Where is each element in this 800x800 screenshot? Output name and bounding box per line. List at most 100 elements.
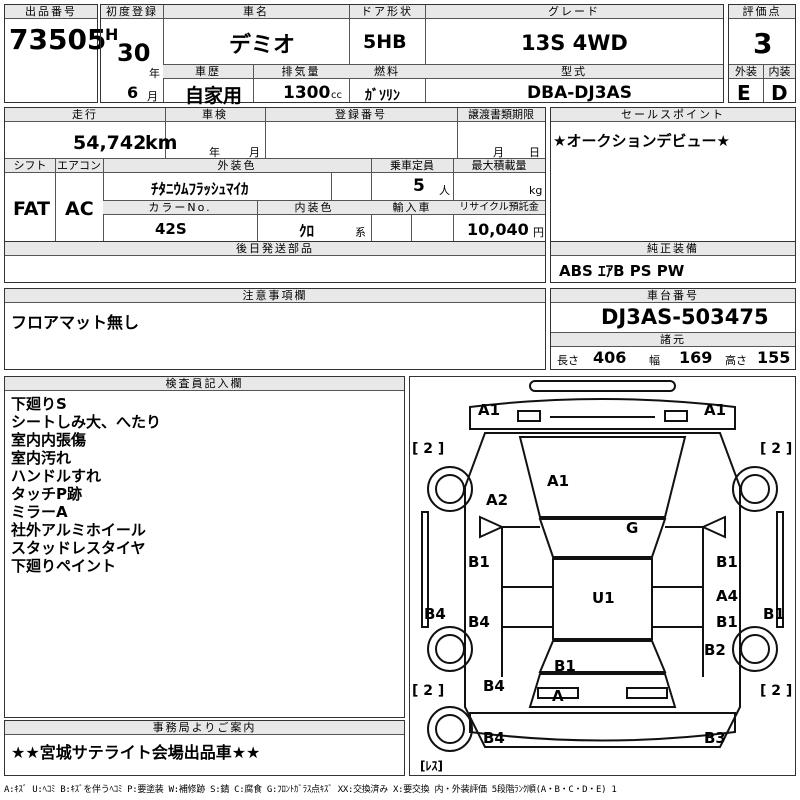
shift-header: シフト: [5, 159, 55, 173]
int-color-header: 内装色: [257, 201, 371, 215]
model-type: DBA-DJ3AS: [527, 83, 632, 103]
ext-color: ﾁﾀﾆｳﾑﾌﾗｯｼｭﾏｲｶ: [151, 180, 249, 198]
shift: FAT: [13, 198, 50, 220]
lot-box: 出品番号 73505: [4, 4, 106, 103]
genuine-equip-header: 純正装備: [551, 242, 795, 256]
history: 自家用: [185, 85, 243, 107]
first-reg-month: 6: [127, 83, 139, 102]
mark-front-left: A1: [478, 401, 501, 419]
year-unit: 年: [149, 67, 160, 80]
interior-header: 内装: [763, 64, 795, 79]
inspector-note: シートしみ大、へたり: [11, 413, 162, 431]
inspector-note: スタッドレスタイヤ: [11, 539, 146, 557]
inspection-year-unit: 年: [209, 146, 220, 159]
inspector-note: 室内汚れ: [11, 449, 72, 467]
mark-front-right: A1: [704, 401, 727, 419]
era: H: [105, 25, 119, 44]
inspector-note: 室内内張傷: [11, 431, 87, 449]
transfer-month-unit: 月: [493, 146, 504, 159]
displacement: 1300: [283, 83, 331, 103]
recycle-header: リサイクル預託金: [453, 201, 545, 215]
mark-tire-fl: [ 2 ]: [412, 441, 445, 457]
sales-point-header: セールスポイント: [551, 108, 795, 122]
later-parts-header: 後日発送部品: [5, 242, 545, 256]
lot-number: 73505: [9, 23, 107, 56]
mark-door-rf: B1: [716, 553, 738, 571]
mark-door-lf: B1: [468, 553, 490, 571]
door-header: ドア形状: [349, 5, 425, 19]
mark-tire-fr: [ 2 ]: [760, 441, 793, 457]
first-reg-header: 初度登録: [101, 5, 163, 19]
mark-sill-left-inner: B4: [468, 613, 490, 631]
genuine-equip-box: 純正装備 ABS ｴｱB PS PW: [550, 241, 796, 283]
inspector-note: 下廻りS: [11, 395, 67, 413]
mark-rear-center: A: [552, 687, 564, 705]
height-label: 高さ: [725, 354, 747, 367]
caution-box: 注意事項欄 フロアマット無し: [4, 288, 546, 370]
displacement-header: 排気量: [253, 64, 349, 79]
door-type: 5HB: [363, 31, 407, 53]
capacity-header: 乗車定員: [371, 159, 453, 173]
genuine-equip: ABS ｴｱB PS PW: [559, 262, 685, 280]
height: 155: [757, 348, 791, 367]
exterior-grade: E: [737, 81, 751, 105]
mark-roof: U1: [592, 589, 615, 607]
mark-fender-left: A2: [486, 491, 509, 509]
grade-header: グレード: [425, 5, 723, 19]
fuel: ｶﾞｿﾘﾝ: [365, 88, 400, 104]
width-label: 幅: [649, 354, 660, 367]
mark-tire-rl: [ 2 ]: [412, 683, 445, 699]
mark-door-rr: B1: [716, 613, 738, 631]
int-color: ｸﾛ: [299, 222, 315, 240]
grade: 13S 4WD: [521, 31, 628, 55]
interior-grade: D: [771, 81, 788, 105]
mark-trunk: B1: [554, 657, 576, 675]
mark-rear-right: B3: [704, 729, 726, 747]
later-parts-box: 後日発送部品: [4, 241, 546, 283]
car-name-header: 車名: [163, 5, 349, 19]
fuel-header: 燃料: [349, 64, 425, 79]
recycle-unit: 円: [533, 226, 544, 239]
mark-spare: [ﾚｽ]: [420, 759, 443, 773]
capacity-unit: 人: [439, 184, 450, 197]
lot-header: 出品番号: [5, 5, 97, 19]
inspector-box: 検査員記入欄 下廻りS シートしみ大、へたり 室内内張傷 室内汚れ ハンドルすれ…: [4, 376, 405, 718]
inspector-note: タッチP跡: [11, 485, 82, 503]
specs-header: 諸元: [551, 332, 795, 347]
caution: フロアマット無し: [11, 313, 140, 332]
mileage: 54,742: [73, 132, 147, 154]
mark-rear-left: B4: [483, 729, 505, 747]
aircon: AC: [65, 198, 94, 220]
width: 169: [679, 348, 713, 367]
color-no: 42S: [155, 220, 187, 238]
inspector-note: ハンドルすれ: [11, 467, 102, 485]
car-diagram: [421, 380, 784, 752]
displacement-unit: cc: [331, 90, 342, 101]
caution-header: 注意事項欄: [5, 289, 545, 303]
inspector-header: 検査員記入欄: [5, 377, 404, 391]
score: 3: [753, 27, 773, 60]
top-info-box: 初度登録 車名 ドア形状 グレード 車歴 排気量 燃料 型式 H 30 年 6 …: [100, 4, 724, 107]
sales-point: ★オークションデビュー★: [553, 132, 730, 150]
mark-door-rm: A4: [716, 587, 739, 605]
inspector-note: ミラーA: [11, 503, 68, 521]
office-notice-box: 事務局よりご案内 ★★宮城サテライト会場出品車★★: [4, 720, 405, 776]
ext-color-header: 外装色: [103, 159, 371, 173]
chassis-no: DJ3AS-503475: [601, 305, 769, 329]
inspector-note: 社外アルミホイール: [11, 521, 146, 539]
mark-sill-right: B1: [763, 605, 785, 623]
capacity: 5: [413, 176, 425, 196]
mark-qtr-right: B2: [704, 641, 726, 659]
aircon-header: エアコン: [55, 159, 103, 173]
car-diagram-box: A1 A1 [ 2 ] [ 2 ] A1 A2 G B1 B1 U1 A4 B4…: [409, 376, 796, 776]
reg-no-header: 登録番号: [265, 108, 457, 122]
mark-hood: A1: [547, 472, 570, 490]
chassis-header: 車台番号: [551, 289, 795, 303]
history-header: 車歴: [163, 64, 253, 79]
import-header: 輸入車: [371, 201, 453, 215]
chassis-box: 車台番号 DJ3AS-503475 諸元 長さ 406 幅 169 高さ 155: [550, 288, 796, 370]
length: 406: [593, 348, 627, 367]
office-notice: ★★宮城サテライト会場出品車★★: [11, 743, 261, 762]
color-no-header: カラーNo.: [103, 201, 257, 215]
mileage-block: 走行 車検 登録番号 譲渡書類期限 54,742 km 年 月 月 日 シフト …: [4, 107, 546, 243]
